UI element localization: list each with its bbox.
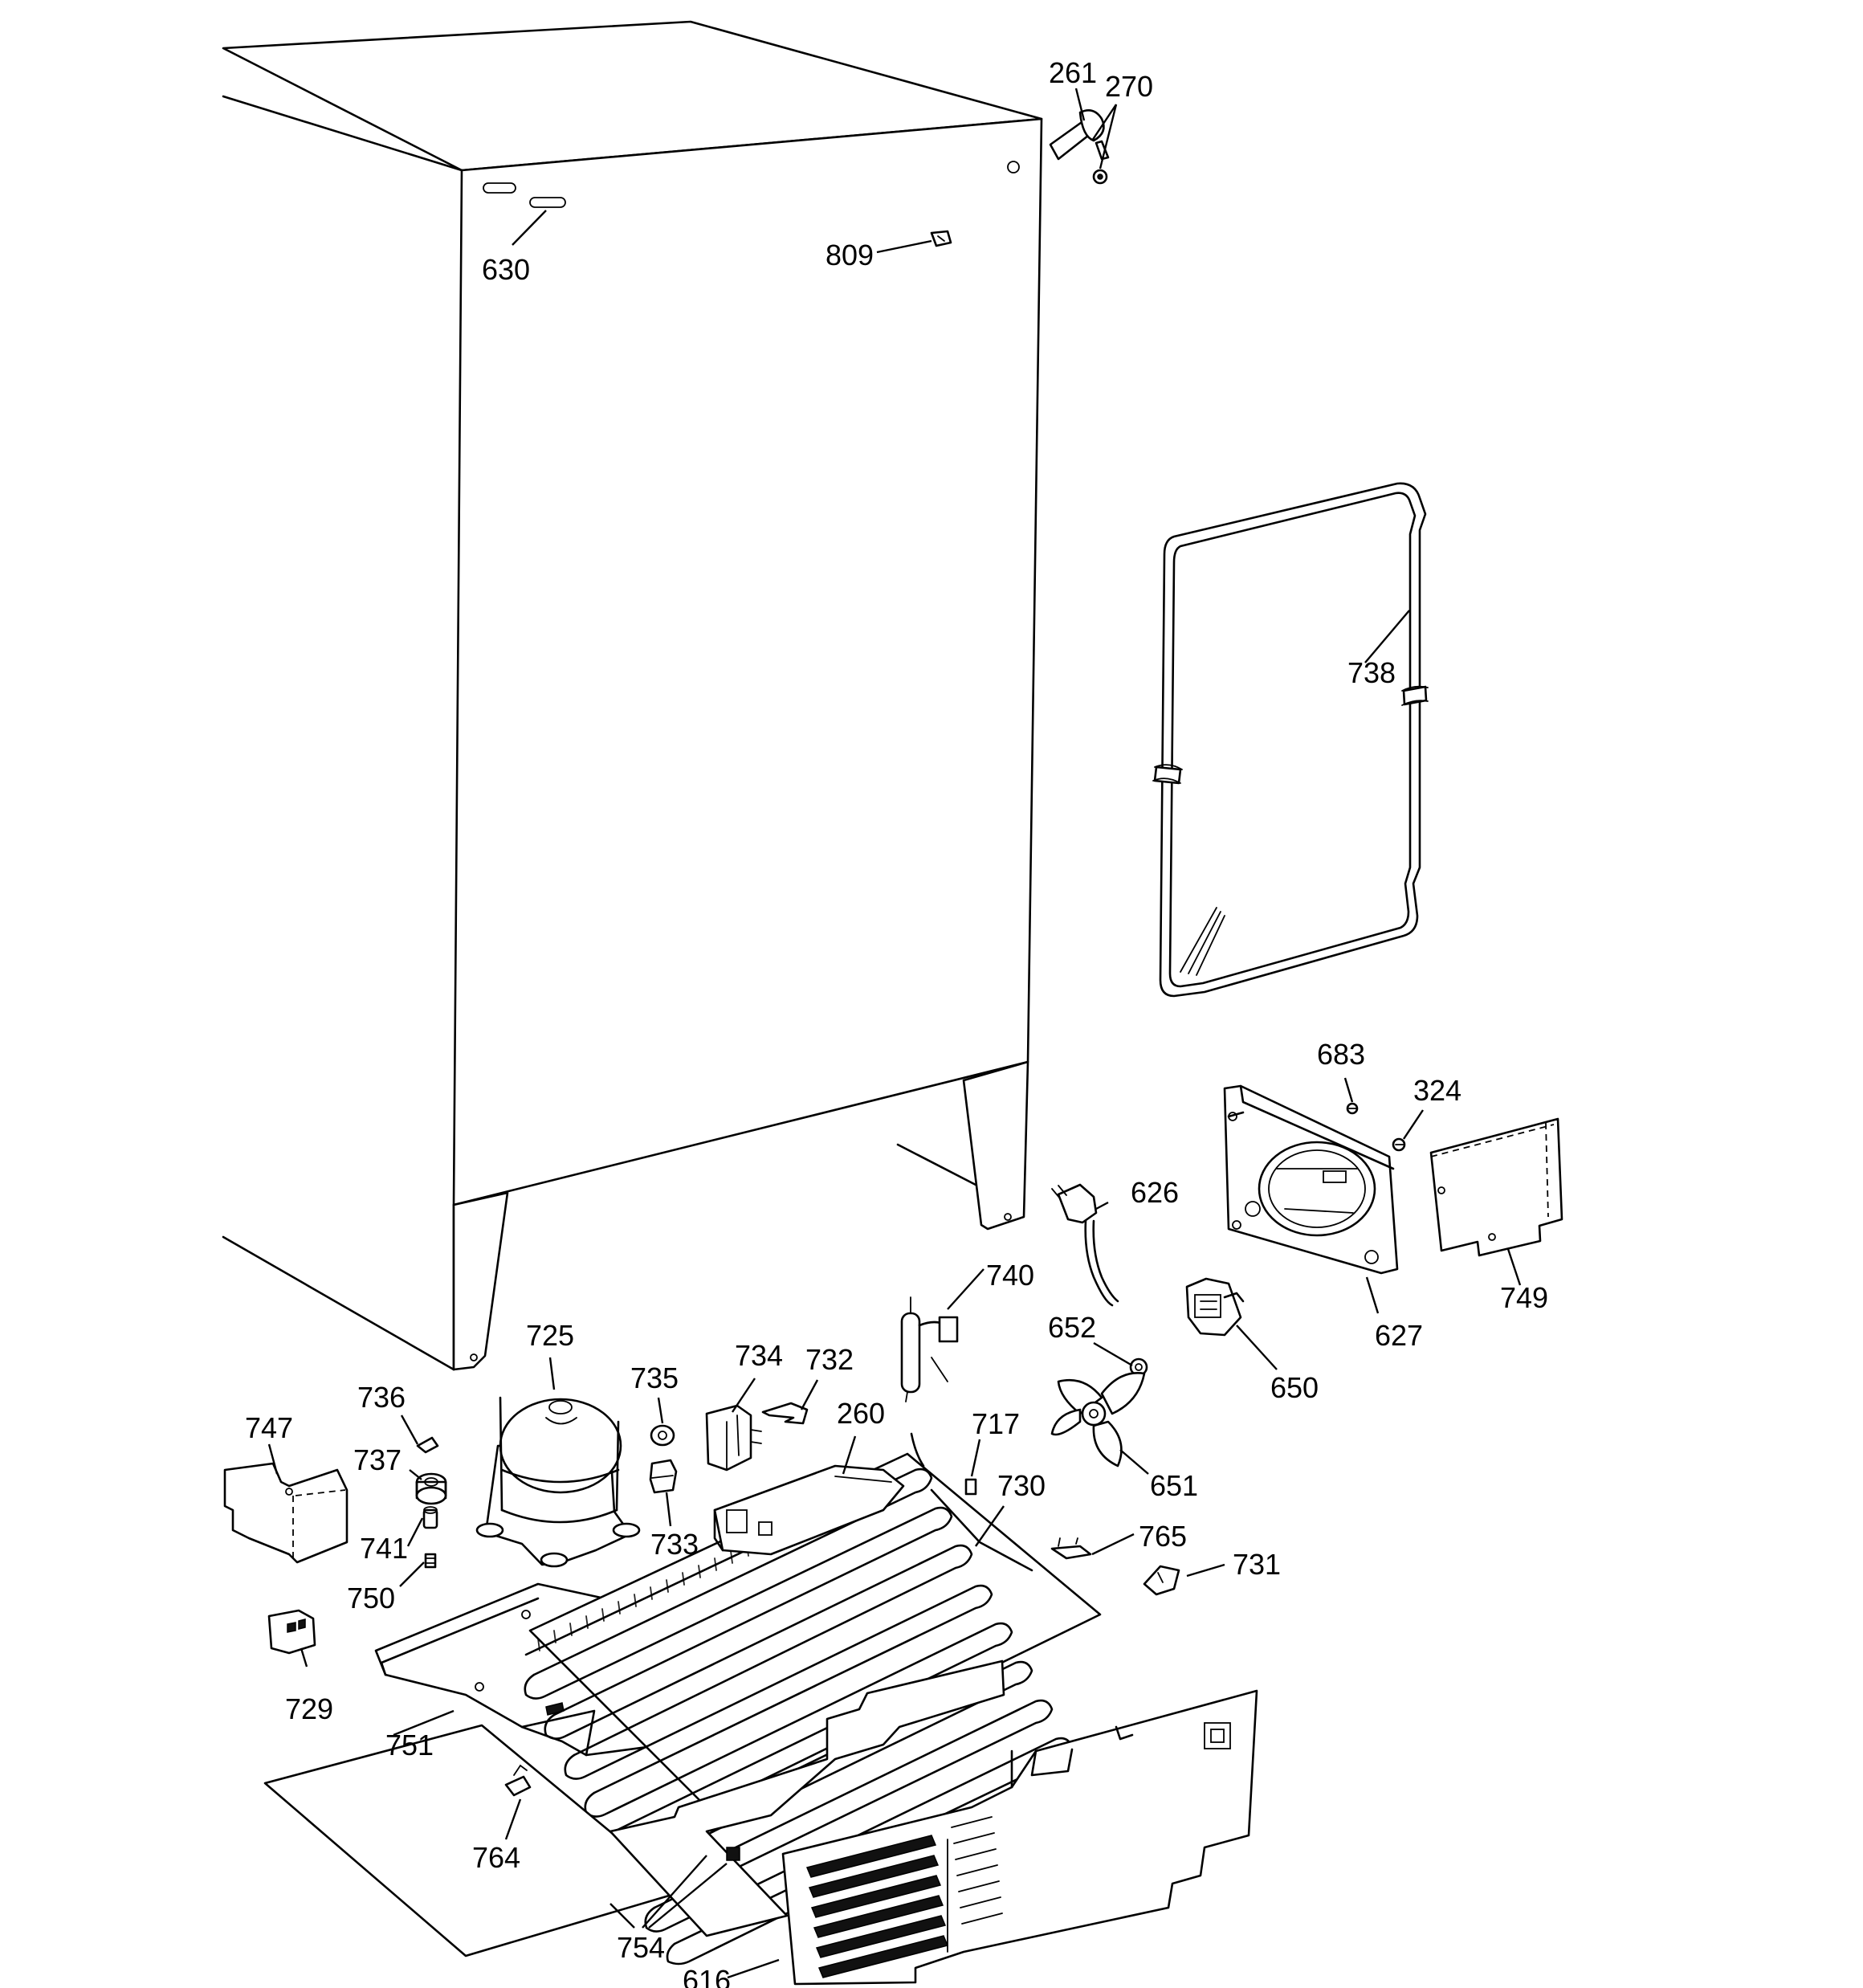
label-630: 630 xyxy=(482,253,530,286)
power-cord-icon xyxy=(1051,1183,1119,1307)
drain-pan-icon xyxy=(713,1464,905,1556)
fan-motor-icon xyxy=(1185,1277,1245,1337)
label-747: 747 xyxy=(245,1411,293,1444)
fan-bracket-icon xyxy=(1223,1084,1399,1275)
label-270: 270 xyxy=(1105,70,1153,103)
access-grille-icon xyxy=(781,1689,1258,1986)
label-260: 260 xyxy=(837,1397,885,1430)
screw-icon xyxy=(1346,1102,1406,1152)
label-652: 652 xyxy=(1048,1311,1096,1344)
label-751: 751 xyxy=(385,1729,434,1761)
label-683: 683 xyxy=(1317,1038,1365,1071)
label-754: 754 xyxy=(617,1931,665,1964)
label-733: 733 xyxy=(650,1528,699,1561)
cover-plate-icon xyxy=(1429,1117,1563,1257)
shield-icon xyxy=(223,1462,349,1564)
label-261: 261 xyxy=(1049,56,1097,89)
leader-lines xyxy=(267,88,1522,1979)
clip-icon xyxy=(504,1764,532,1797)
drain-tube-icon xyxy=(1049,109,1110,185)
defrost-sensor-icon xyxy=(900,1296,959,1402)
fan-blade-icon xyxy=(1050,1372,1146,1468)
label-738: 738 xyxy=(1347,656,1396,689)
capacitor-icon xyxy=(267,1609,316,1655)
label-741: 741 xyxy=(360,1532,408,1565)
label-764: 764 xyxy=(472,1841,520,1874)
label-650: 650 xyxy=(1270,1371,1319,1404)
insulation-panel-icon xyxy=(263,1659,1005,1957)
label-765: 765 xyxy=(1139,1520,1187,1553)
label-750: 750 xyxy=(347,1582,395,1614)
label-730: 730 xyxy=(997,1469,1046,1502)
fastener-icon xyxy=(415,1436,447,1569)
label-809: 809 xyxy=(826,239,874,271)
label-626: 626 xyxy=(1131,1176,1179,1209)
screw-icon xyxy=(930,230,952,247)
part-labels: 261 270 630 809 738 683 324 626 627 749 … xyxy=(245,56,1548,1988)
label-737: 737 xyxy=(353,1443,402,1476)
label-725: 725 xyxy=(526,1319,574,1352)
bracket-icon xyxy=(1050,1537,1180,1596)
label-736: 736 xyxy=(357,1381,406,1414)
label-627: 627 xyxy=(1375,1319,1423,1352)
label-731: 731 xyxy=(1233,1548,1281,1581)
label-616: 616 xyxy=(683,1964,731,1988)
cabinet-icon xyxy=(222,20,1043,1371)
compressor-icon xyxy=(475,1396,641,1568)
label-735: 735 xyxy=(630,1361,679,1394)
label-324: 324 xyxy=(1413,1074,1461,1107)
clip-icon xyxy=(964,1478,977,1496)
label-729: 729 xyxy=(285,1692,333,1725)
label-732: 732 xyxy=(805,1343,854,1376)
label-651: 651 xyxy=(1150,1469,1198,1502)
relay-icon xyxy=(649,1402,809,1494)
label-734: 734 xyxy=(735,1339,783,1372)
label-717: 717 xyxy=(972,1407,1020,1440)
insulation-seal-icon xyxy=(1152,482,1429,998)
label-740: 740 xyxy=(986,1259,1034,1292)
label-749: 749 xyxy=(1500,1281,1548,1314)
